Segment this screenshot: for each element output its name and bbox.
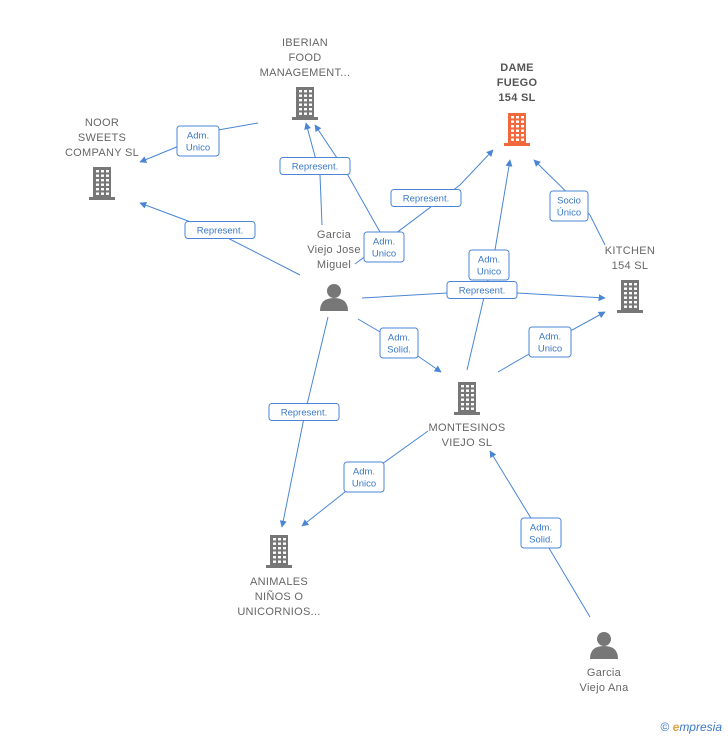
edge-label-box — [268, 403, 340, 421]
edge-label-e13[interactable]: Adm.Solid. — [520, 517, 562, 549]
brand-e: e — [672, 720, 680, 734]
edge-label-e8[interactable]: Represent. — [446, 281, 518, 299]
edge-label-text: Adm. — [388, 333, 410, 344]
node-label: DAME — [500, 62, 534, 74]
node-label: SWEETS — [78, 132, 126, 144]
building-icon — [454, 382, 480, 415]
edge-label-text: Unico — [477, 267, 501, 278]
edge-label-text: Único — [557, 208, 581, 219]
node-animales[interactable]: ANIMALES NIÑOS O UNICORNIOS... — [237, 535, 320, 618]
edge-label-text: Unico — [186, 143, 210, 154]
node-label: VIEJO SL — [442, 437, 493, 449]
edge-line-e6 — [533, 159, 606, 246]
node-dame[interactable]: DAME FUEGO 154 SL — [497, 62, 538, 146]
node-label: 154 SL — [612, 260, 649, 272]
node-label: UNICORNIOS... — [237, 606, 320, 618]
node-iberian[interactable]: IBERIAN FOOD MANAGEMENT... — [260, 37, 351, 120]
node-label: 154 SL — [498, 92, 535, 104]
node-label: COMPANY SL — [65, 147, 139, 159]
building-icon — [292, 87, 318, 120]
building-icon — [617, 280, 643, 313]
edge-label-text: Solid. — [529, 535, 553, 546]
edge-label-box — [390, 189, 462, 207]
edge-label-text: Adm. — [530, 523, 552, 534]
node-montesinos[interactable]: MONTESINOS VIEJO SL — [429, 382, 506, 449]
edge-line-e11 — [279, 316, 329, 528]
copyright-symbol: © — [660, 720, 670, 734]
node-label: Garcia — [587, 667, 622, 679]
edge-label-box — [520, 517, 562, 549]
node-label: FOOD — [289, 52, 322, 64]
building-icon — [266, 535, 292, 568]
edge-label-box — [446, 281, 518, 299]
edge-label-box — [176, 125, 220, 157]
node-label: Viejo Jose — [307, 244, 361, 256]
brand-name: mpresia — [679, 720, 722, 734]
edge-label-text: Represent. — [292, 162, 338, 173]
empresia-brand[interactable]: © empresia — [660, 720, 722, 734]
node-label: MANAGEMENT... — [260, 67, 351, 79]
edge-label-e12[interactable]: Adm.Unico — [343, 461, 385, 493]
node-label: IBERIAN — [282, 37, 328, 49]
edge-label-box — [343, 461, 385, 493]
node-label: KITCHEN — [605, 245, 655, 257]
edge-label-box — [363, 231, 405, 263]
node-label: FUEGO — [497, 77, 538, 89]
edge-label-text: Socio — [557, 196, 581, 207]
edge-label-text: Adm. — [373, 237, 395, 248]
edge-label-e5[interactable]: Adm.Unico — [363, 231, 405, 263]
edge-label-e1[interactable]: Adm.Unico — [176, 125, 220, 157]
edge-label-e3[interactable]: Represent. — [184, 221, 256, 239]
edge-label-box — [279, 157, 351, 175]
building-icon — [504, 113, 530, 146]
edge-label-text: Unico — [538, 344, 562, 355]
node-label: MONTESINOS — [429, 422, 506, 434]
edge-label-e9[interactable]: Adm.Solid. — [379, 327, 419, 359]
node-label: Viejo Ana — [580, 682, 630, 694]
edge-label-box — [549, 190, 589, 222]
person-icon — [320, 284, 348, 311]
node-label: NOOR — [85, 117, 119, 129]
edge-label-text: Adm. — [478, 255, 500, 266]
edge-label-text: Represent. — [197, 226, 243, 237]
node-label: Miguel — [317, 259, 351, 271]
edge-label-text: Solid. — [387, 345, 411, 356]
edge-label-box — [379, 327, 419, 359]
edge-label-e10[interactable]: Adm.Unico — [528, 326, 572, 358]
edge-label-e4[interactable]: Represent. — [390, 189, 462, 207]
person-icon — [590, 632, 618, 659]
node-kitchen[interactable]: KITCHEN 154 SL — [605, 245, 655, 313]
edge-label-text: Represent. — [281, 408, 327, 419]
node-noor[interactable]: NOOR SWEETS COMPANY SL — [65, 117, 139, 200]
edge-label-e11[interactable]: Represent. — [268, 403, 340, 421]
edge-label-box — [468, 249, 510, 281]
node-label: ANIMALES — [250, 576, 308, 588]
edge-label-text: Adm. — [539, 332, 561, 343]
building-icon — [89, 167, 115, 200]
edge-label-text: Unico — [372, 249, 396, 260]
edge-label-e2[interactable]: Represent. — [279, 157, 351, 175]
edge-label-box — [184, 221, 256, 239]
edge-label-text: Represent. — [459, 286, 505, 297]
edge-line-e5 — [314, 124, 381, 233]
node-label: NIÑOS O — [255, 590, 304, 603]
edge-label-box — [528, 326, 572, 358]
edge-label-text: Adm. — [187, 131, 209, 142]
edge-label-text: Unico — [352, 479, 376, 490]
edge-label-text: Adm. — [353, 467, 375, 478]
edge-label-text: Represent. — [403, 194, 449, 205]
edge-label-e7[interactable]: Adm.Unico — [468, 249, 510, 281]
node-label: Garcia — [317, 229, 352, 241]
